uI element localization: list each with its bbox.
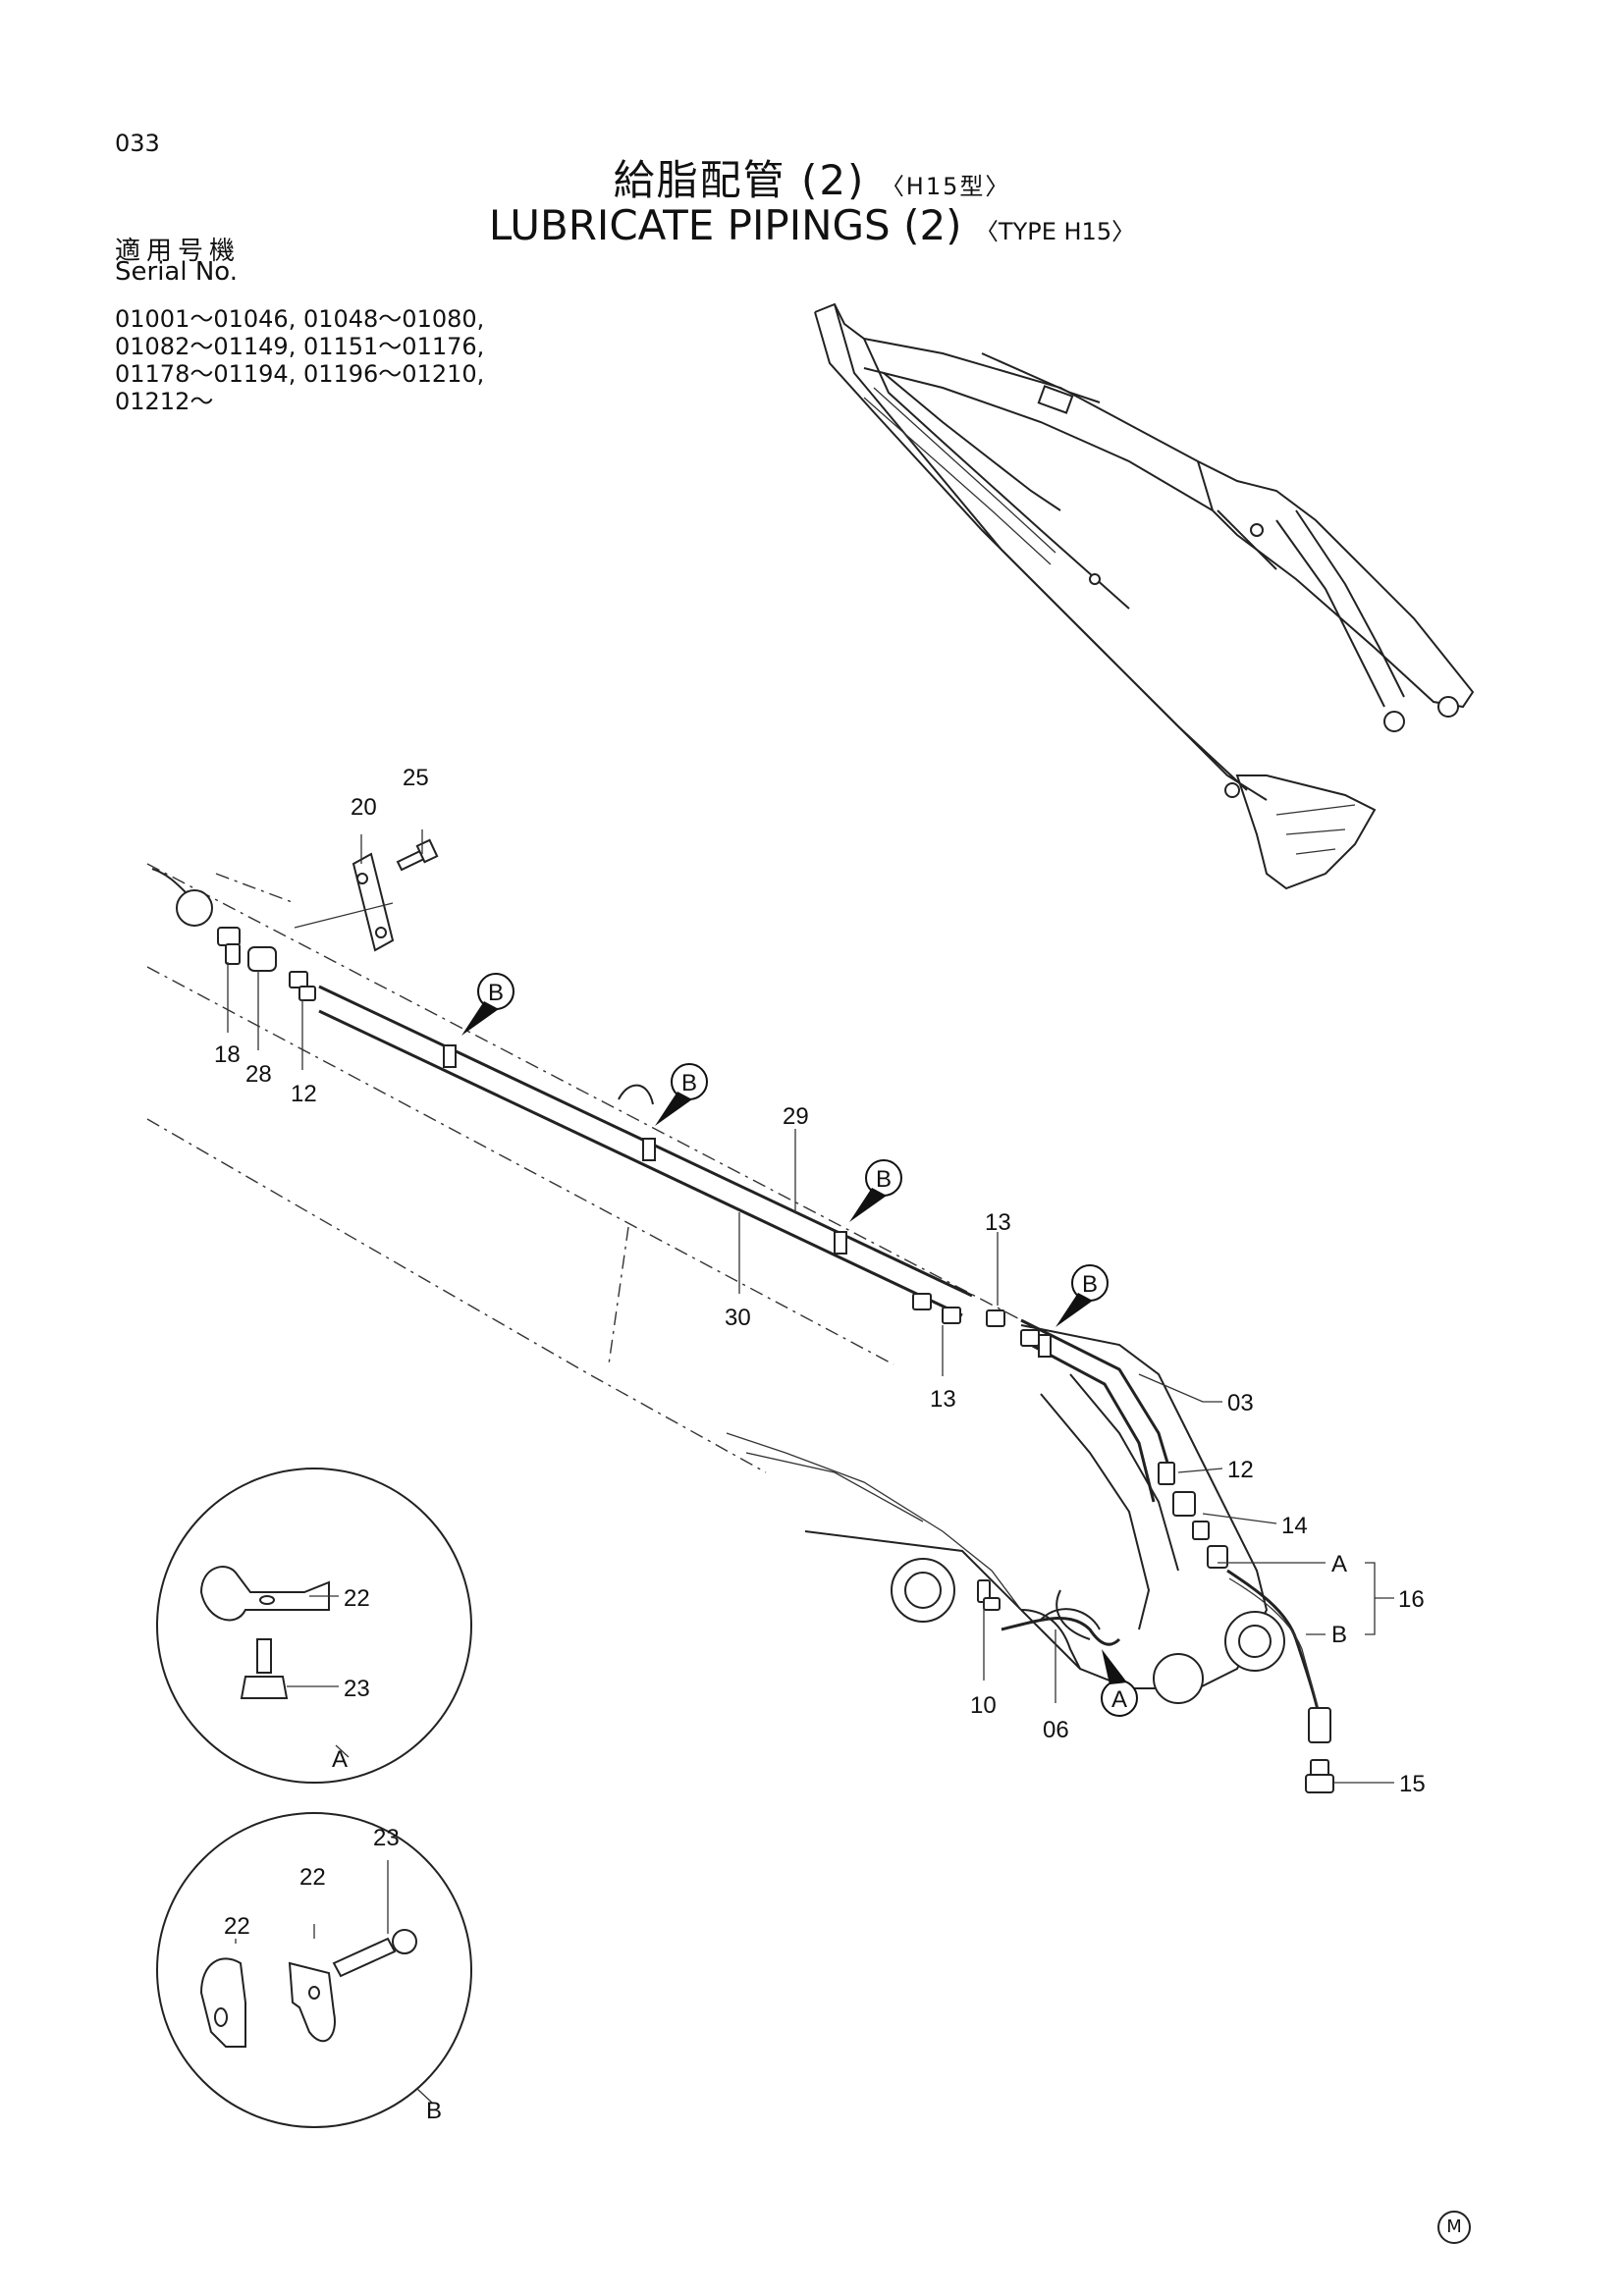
part-no-25: 25 bbox=[403, 765, 429, 791]
title-jp-text: 給脂配管 (2) bbox=[613, 156, 866, 204]
callout-b-2-label: B bbox=[681, 1070, 697, 1096]
part-no-12-right: 12 bbox=[1227, 1457, 1254, 1483]
elbow-15 bbox=[1305, 1759, 1334, 1793]
page-number: 033 bbox=[115, 130, 160, 157]
part-no-10: 10 bbox=[970, 1692, 997, 1719]
hose-16 bbox=[1226, 1569, 1331, 1743]
title-jp-type: 〈H15型〉 bbox=[880, 173, 1011, 200]
coupling-28 bbox=[247, 946, 277, 972]
callout-b-4-label: B bbox=[1082, 1271, 1098, 1298]
title-en-type: 〈TYPE H15〉 bbox=[974, 218, 1136, 245]
part-no-16: 16 bbox=[1398, 1586, 1425, 1613]
callout-b-3: B bbox=[849, 1159, 902, 1222]
serial-line-3: 01178～01194, 01196～01210, bbox=[115, 360, 485, 388]
detail-b-part-22-right: 22 bbox=[299, 1864, 326, 1891]
hose-end-b-label: B bbox=[1331, 1622, 1347, 1648]
detail-a: 22 23 A bbox=[156, 1468, 472, 1784]
serial-label-jp: 適用号機 bbox=[115, 237, 242, 266]
hose-end-a-label: A bbox=[1331, 1551, 1347, 1577]
clamp-markers bbox=[443, 1044, 1052, 1358]
part-no-20: 20 bbox=[351, 794, 377, 821]
part-no-28: 28 bbox=[245, 1061, 272, 1088]
part-no-06: 06 bbox=[1043, 1717, 1069, 1743]
page-title-en: LUBRICATE PIPINGS (2) 〈TYPE H15〉 bbox=[0, 201, 1624, 249]
page-title-jp: 給脂配管 (2) 〈H15型〉 bbox=[0, 147, 1624, 207]
serial-label-en: Serial No. bbox=[115, 257, 238, 287]
boom-section-drawing bbox=[146, 863, 1285, 1704]
bracket-20 bbox=[352, 852, 395, 952]
leader-lines bbox=[227, 829, 1394, 1784]
part-no-13-upper: 13 bbox=[985, 1209, 1011, 1236]
fitting-18 bbox=[217, 927, 241, 965]
detail-b-part-23: 23 bbox=[373, 1825, 400, 1851]
pipe-06 bbox=[1001, 1617, 1121, 1646]
callout-b-1-label: B bbox=[488, 980, 504, 1006]
callout-b-2: B bbox=[655, 1063, 708, 1126]
serial-line-1: 01001～01046, 01048～01080, bbox=[115, 305, 485, 333]
part-no-18: 18 bbox=[214, 1041, 241, 1068]
detail-a-part-22: 22 bbox=[344, 1585, 370, 1612]
nut-12-left bbox=[289, 971, 316, 1001]
callout-b-3-label: B bbox=[876, 1166, 892, 1193]
callout-a: A bbox=[1101, 1649, 1138, 1717]
part-no-03: 03 bbox=[1227, 1390, 1254, 1416]
part-no-15: 15 bbox=[1399, 1771, 1426, 1797]
detail-b: 22 22 23 B bbox=[156, 1812, 472, 2128]
detail-b-part-22-left: 22 bbox=[224, 1913, 250, 1940]
detail-a-part-23: 23 bbox=[344, 1676, 370, 1702]
part-no-13-lower: 13 bbox=[930, 1386, 956, 1413]
excavator-boom-overview-drawing bbox=[814, 302, 1475, 890]
bolt-25 bbox=[396, 838, 439, 872]
callout-b-4: B bbox=[1056, 1264, 1109, 1327]
nuts-13 bbox=[912, 1293, 1040, 1347]
detail-b-label: B bbox=[426, 2098, 442, 2124]
callout-a-label: A bbox=[1111, 1686, 1127, 1713]
part-number-labels: 25 20 18 28 12 29 30 13 13 03 12 14 A B … bbox=[214, 765, 1426, 1797]
m-mark-symbol: M bbox=[1437, 2211, 1471, 2244]
serial-line-4: 01212～ bbox=[115, 388, 214, 415]
part-no-30: 30 bbox=[725, 1305, 751, 1331]
callout-b-1: B bbox=[461, 973, 514, 1036]
title-en-text: LUBRICATE PIPINGS (2) bbox=[488, 201, 962, 249]
part-no-29: 29 bbox=[783, 1103, 809, 1130]
serial-line-2: 01082～01149, 01151～01176, bbox=[115, 333, 485, 360]
part-no-14: 14 bbox=[1281, 1513, 1308, 1539]
fittings-12-14 bbox=[1158, 1462, 1228, 1569]
detail-a-label: A bbox=[332, 1746, 348, 1773]
part-no-12-left: 12 bbox=[291, 1081, 317, 1107]
